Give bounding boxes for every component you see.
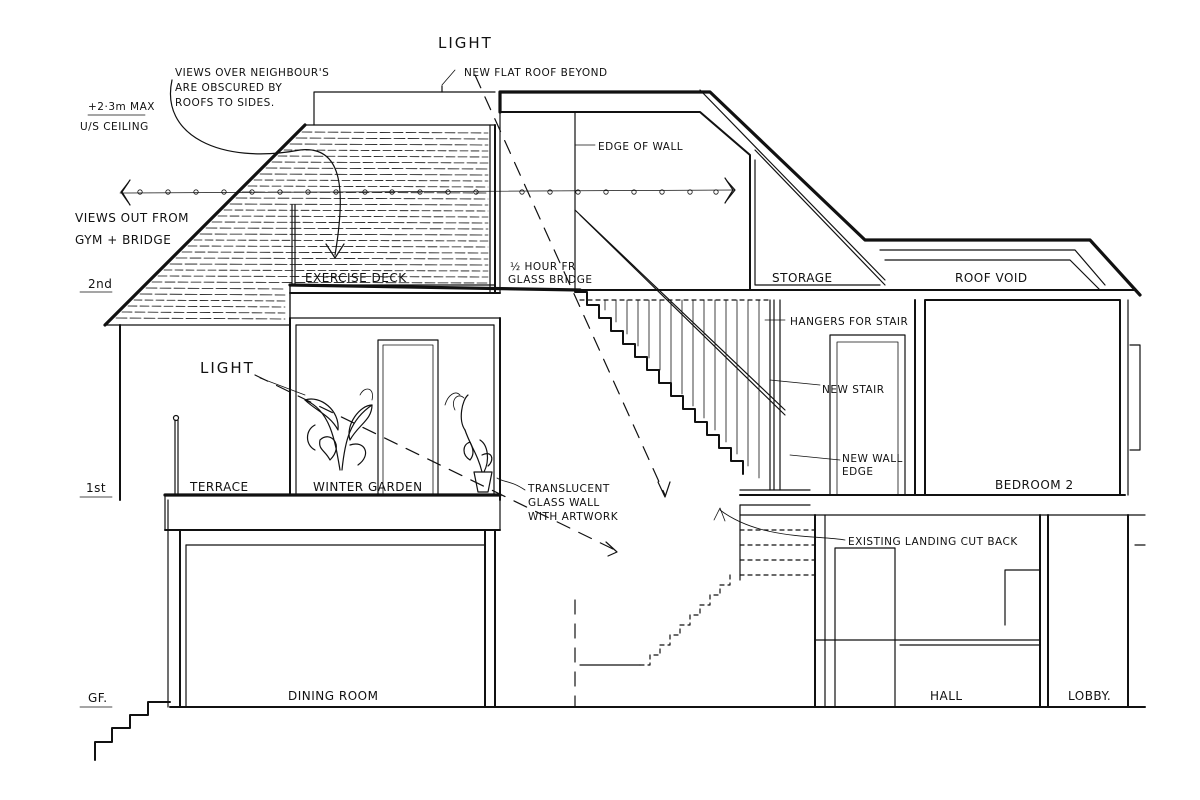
- hatch-line: [187, 245, 489, 248]
- hatch-line: [145, 287, 286, 290]
- hatch-line: [229, 203, 489, 206]
- view-dot: [519, 189, 525, 195]
- building-structure: [94, 85, 1146, 761]
- hatch-line: [127, 305, 286, 308]
- label-max-height: +2·3m MAX: [88, 101, 155, 113]
- view-dot: [417, 189, 423, 195]
- label-terrace: TERRACE: [189, 480, 249, 494]
- view-dot: [165, 189, 171, 195]
- label-storage: STORAGE: [772, 271, 833, 285]
- view-dot: [575, 189, 581, 195]
- hatch-line: [247, 185, 489, 188]
- labels: LIGHT NEW FLAT ROOF BEYOND VIEWS OVER NE…: [75, 34, 1111, 708]
- level-2nd: 2nd: [88, 277, 112, 291]
- hatch-line: [139, 293, 286, 296]
- hatch-line: [271, 161, 489, 164]
- label-new-wall-edge-2: EDGE: [842, 466, 874, 478]
- hatch-line: [295, 137, 489, 140]
- hatch-line: [283, 149, 489, 152]
- label-views-neighbours-2: ARE OBSCURED BY: [175, 82, 282, 94]
- label-translucent-2: GLASS WALL: [528, 497, 600, 509]
- label-views-out-1: VIEWS OUT FROM: [75, 211, 189, 225]
- hatch-line: [289, 143, 489, 146]
- label-new-stair: NEW STAIR: [822, 384, 885, 396]
- label-views-neighbours-3: ROOFS TO SIDES.: [175, 97, 275, 109]
- hatch-line: [151, 281, 489, 284]
- hatch-line: [157, 275, 489, 278]
- annotation-lines: [119, 69, 846, 557]
- view-dot: [631, 189, 637, 195]
- hatch-line: [265, 167, 489, 170]
- plant-sketch-right: [444, 392, 493, 493]
- hatch-line: [115, 317, 286, 320]
- view-dot: [221, 189, 227, 195]
- level-gf: GF.: [88, 691, 108, 705]
- hatch-line: [163, 269, 489, 272]
- hatch-line: [253, 179, 489, 182]
- roof-hatching: [115, 131, 489, 320]
- hatch-line: [277, 155, 489, 158]
- pitched-roof: [104, 124, 496, 326]
- label-light-top: LIGHT: [438, 34, 493, 52]
- label-translucent-1: TRANSLUCENT: [527, 483, 610, 495]
- label-winter-garden: WINTER GARDEN: [313, 480, 423, 494]
- label-edge-of-wall: EDGE OF WALL: [598, 141, 683, 153]
- view-dot: [137, 189, 143, 195]
- label-views-out-2: GYM + BRIDGE: [75, 233, 171, 247]
- hatch-line: [169, 263, 489, 266]
- label-existing-landing: EXISTING LANDING CUT BACK: [848, 536, 1018, 548]
- label-lobby: LOBBY.: [1068, 689, 1111, 703]
- label-glass-bridge-2: GLASS BRIDGE: [508, 274, 593, 286]
- view-dot: [193, 189, 199, 195]
- label-roof-void: ROOF VOID: [955, 271, 1028, 285]
- hatch-line: [211, 221, 489, 224]
- view-dot: [603, 189, 609, 195]
- new-stair: [574, 209, 786, 666]
- hatch-line: [217, 215, 489, 218]
- label-exercise-deck: EXERCISE DECK: [305, 271, 407, 285]
- plant-sketch-left: [304, 388, 373, 471]
- hatch-line: [223, 209, 489, 212]
- label-hangers: HANGERS FOR STAIR: [790, 316, 908, 328]
- label-flat-roof: NEW FLAT ROOF BEYOND: [464, 67, 608, 79]
- hatch-line: [193, 239, 489, 242]
- label-light-mid: LIGHT: [200, 359, 255, 377]
- view-dot: [445, 189, 451, 195]
- view-dot: [547, 189, 553, 195]
- label-glass-bridge-1: ½ HOUR FR: [510, 261, 576, 273]
- hatch-line: [259, 173, 489, 176]
- view-dot: [473, 189, 479, 195]
- label-new-wall-edge-1: NEW WALL: [842, 453, 903, 465]
- label-views-neighbours-1: VIEWS OVER NEIGHBOUR'S: [175, 67, 329, 79]
- view-dot: [659, 189, 665, 195]
- hatch-line: [133, 299, 286, 302]
- label-bedroom-2: BEDROOM 2: [995, 478, 1074, 492]
- label-translucent-3: WITH ARTWORK: [528, 511, 619, 523]
- view-dot: [687, 189, 693, 195]
- hatch-line: [199, 233, 489, 236]
- label-dining-room: DINING ROOM: [288, 689, 378, 703]
- hatch-line: [205, 227, 489, 230]
- stair-hangers: [604, 299, 781, 491]
- hatch-line: [235, 197, 489, 200]
- hatch-line: [175, 257, 489, 260]
- label-us-ceiling: U/S CEILING: [80, 121, 149, 133]
- hatch-line: [301, 131, 489, 134]
- level-1st: 1st: [86, 481, 106, 495]
- label-hall: HALL: [930, 689, 963, 703]
- hatch-line: [121, 311, 286, 314]
